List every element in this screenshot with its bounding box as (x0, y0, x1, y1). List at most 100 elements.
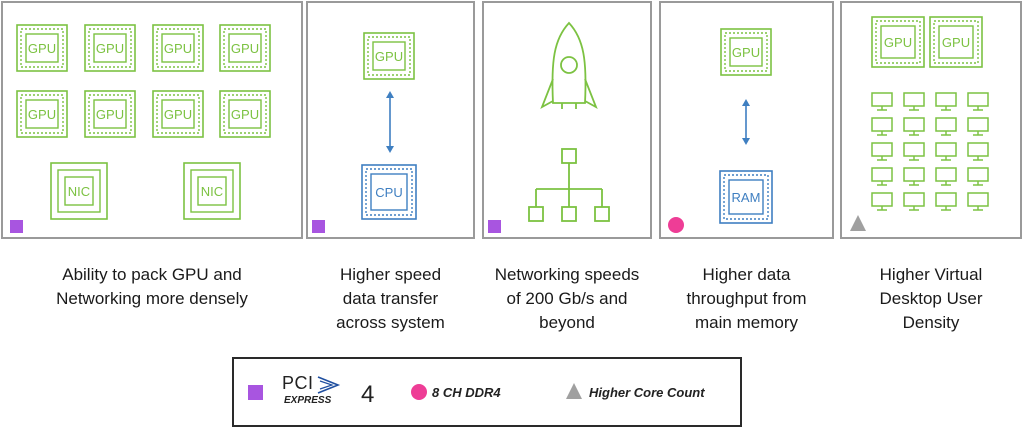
gpu-cpu-illustration: GPU CPU (312, 32, 417, 233)
desktop-monitor-icon (967, 192, 989, 211)
gpu-ram-illustration: GPU RAM (668, 28, 773, 233)
desktop-monitor-icon (903, 117, 925, 136)
caption-line: Ability to pack GPU and (62, 265, 242, 284)
pci-express-arrow-icon (317, 376, 341, 394)
desktop-monitor-icon (871, 167, 893, 186)
gpu-chip-icon: GPU (84, 24, 136, 72)
network-tree-icon (528, 148, 610, 222)
ram-chip-icon: RAM (719, 170, 773, 224)
caption-panel-4: Higher data throughput from main memory (659, 263, 834, 335)
desktop-monitor-icon (871, 92, 893, 111)
desktop-monitor-icon (903, 192, 925, 211)
legend-memory-label: 8 CH DDR4 (432, 385, 501, 400)
panel-networking-speed (482, 1, 652, 239)
gpu-chip-icon: GPU (219, 24, 271, 72)
caption-line: Higher speed (339, 265, 442, 284)
gpu-chip-icon-label: GPU (732, 45, 760, 60)
gpu-desktops-illustration: GPU GPU (850, 16, 989, 231)
gpu-chip-icon: GPU (363, 32, 415, 80)
caption-panel-3: Networking speeds of 200 Gb/s and beyond (482, 263, 652, 335)
desktop-monitor-icon (935, 167, 957, 186)
caption-line: across system (336, 313, 445, 332)
gpu-chip-icon: GPU (720, 28, 772, 76)
panel-memory-throughput: GPU RAM (659, 1, 834, 239)
gpu-chip-icon-label: GPU (96, 107, 124, 122)
gpu-chip-icon-label: GPU (231, 41, 259, 56)
nic-chip-icon: NIC (50, 162, 108, 220)
double-arrow-icon (742, 99, 750, 145)
nic-chip-icon-label: NIC (201, 184, 223, 199)
ram-chip-icon-label: RAM (732, 190, 761, 205)
gpu-chip-icon: GPU (152, 24, 204, 72)
pci-express-logo: PCI EXPRESS 4 (282, 373, 402, 413)
cpu-chip-icon-label: CPU (375, 185, 402, 200)
desktop-monitor-icon (903, 92, 925, 111)
caption-line: Desktop User (879, 289, 983, 308)
caption-panel-2: Higher speed data transfer across system (306, 263, 475, 335)
caption-line: Higher data (702, 265, 791, 284)
core-count-marker (566, 383, 582, 399)
gpu-chip-icon-label: GPU (28, 41, 56, 56)
pci-express-marker (10, 220, 23, 233)
desktop-monitor-icon (871, 117, 893, 136)
double-arrow-icon (386, 91, 394, 153)
gpu-chip-icon: GPU (219, 90, 271, 138)
ddr4-marker (411, 384, 427, 400)
gpu-chip-icon-label: GPU (164, 107, 192, 122)
caption-line: Networking more densely (56, 289, 248, 308)
caption-line: beyond (539, 313, 595, 332)
pci-logo-top: PCI (282, 373, 314, 393)
rocket-icon (540, 21, 598, 109)
gpu-chip-icon-label: GPU (231, 107, 259, 122)
caption-line: Density (902, 313, 960, 332)
caption-line: Higher Virtual (879, 265, 983, 284)
gpu-chip-icon-label: GPU (942, 35, 970, 50)
desktop-monitor-icon (871, 192, 893, 211)
cpu-chip-icon: CPU (361, 164, 417, 220)
caption-line: throughput from (686, 289, 807, 308)
panel-vdi-density: GPU GPU (840, 1, 1022, 239)
gpu-chip-icon: GPU (16, 24, 68, 72)
pci-express-marker (312, 220, 325, 233)
desktop-monitor-icon (871, 142, 893, 161)
legend-box: PCI EXPRESS 4 8 CH DDR4 Higher Core Coun… (232, 357, 742, 427)
gpu-nic-grid-illustration: GPU GPU GPU GPU GPU GPU GPU GPU NIC NIC (10, 24, 271, 233)
caption-line: main memory (695, 313, 798, 332)
desktop-monitor-icon (967, 92, 989, 111)
desktop-monitor-icon (935, 192, 957, 211)
desktop-monitor-icon (903, 142, 925, 161)
ddr4-marker (668, 217, 684, 233)
gpu-chip-icon: GPU (84, 90, 136, 138)
legend-cores-label: Higher Core Count (589, 385, 705, 400)
caption-line: of 200 Gb/s and (506, 289, 628, 308)
gpu-chip-icon: GPU (929, 16, 983, 68)
gpu-chip-icon-label: GPU (28, 107, 56, 122)
desktop-monitor-icon (935, 142, 957, 161)
pci-express-marker (248, 385, 263, 400)
rocket-network-illustration (488, 21, 610, 233)
desktop-monitor-icon (935, 117, 957, 136)
gpu-chip-icon-label: GPU (375, 49, 403, 64)
nic-chip-icon-label: NIC (68, 184, 90, 199)
caption-line: data transfer (342, 289, 439, 308)
pci-logo-version: 4 (361, 381, 375, 408)
desktop-monitor-icon (903, 167, 925, 186)
panel-gpu-nic-density: GPU GPU GPU GPU GPU GPU GPU GPU NIC NIC (1, 1, 303, 239)
caption-panel-5: Higher Virtual Desktop User Density (840, 263, 1022, 335)
gpu-chip-icon-label: GPU (96, 41, 124, 56)
pci-logo-bottom: EXPRESS (284, 395, 332, 406)
core-count-marker (850, 215, 866, 231)
caption-line: Networking speeds (494, 265, 640, 284)
desktop-monitor-icon (967, 142, 989, 161)
nic-chip-icon: NIC (183, 162, 241, 220)
gpu-chip-icon-label: GPU (884, 35, 912, 50)
gpu-chip-icon-label: GPU (164, 41, 192, 56)
caption-panel-1: Ability to pack GPU and Networking more … (1, 263, 303, 311)
gpu-chip-icon: GPU (152, 90, 204, 138)
gpu-chip-icon: GPU (16, 90, 68, 138)
desktop-monitor-icon (967, 167, 989, 186)
gpu-chip-icon: GPU (871, 16, 925, 68)
pci-express-marker (488, 220, 501, 233)
panel-gpu-cpu-transfer: GPU CPU (306, 1, 475, 239)
desktop-monitor-icon (967, 117, 989, 136)
